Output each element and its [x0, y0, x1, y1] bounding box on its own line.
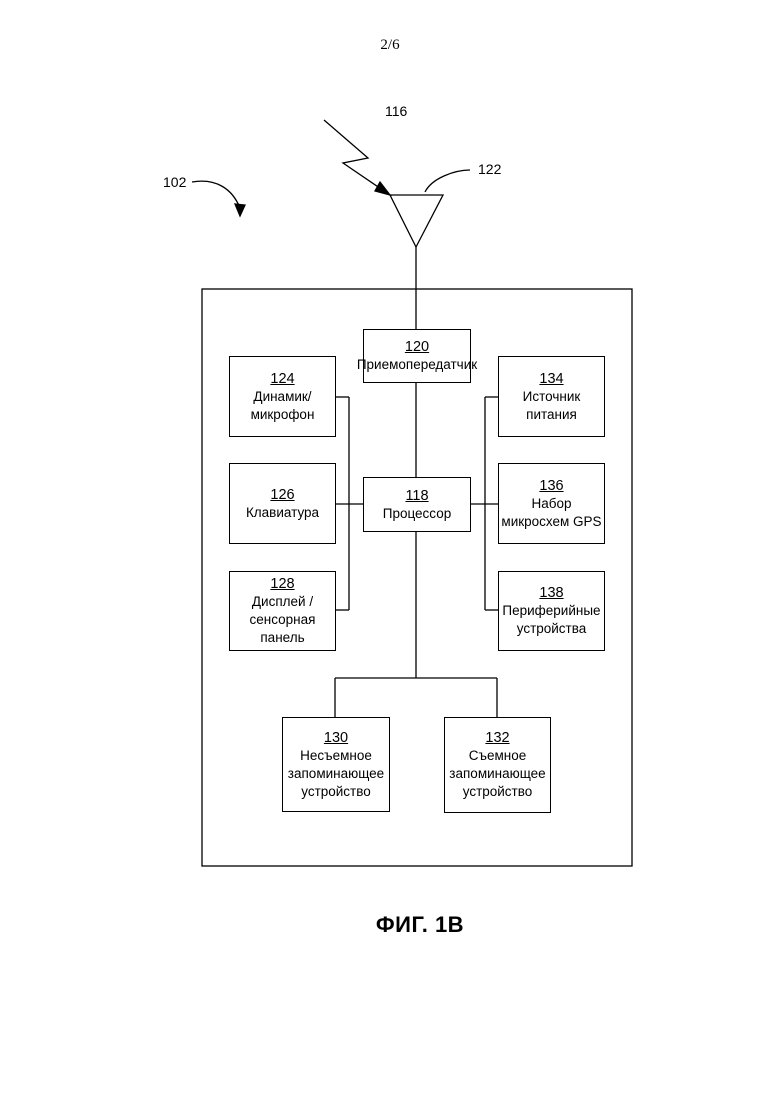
- speaker-microphone-block: 124 Динамик/ микрофон: [229, 356, 336, 437]
- label-122-leader: [425, 170, 470, 192]
- removable-label-line2: запоминающее: [449, 765, 545, 783]
- processor-block: 118 Процессор: [363, 477, 471, 532]
- power-number: 134: [539, 370, 563, 388]
- processor-number: 118: [405, 487, 428, 505]
- nonremovable-label-line3: устройство: [301, 783, 371, 801]
- speaker-number: 124: [270, 370, 294, 388]
- removable-label-line1: Съемное: [469, 747, 526, 765]
- peripherals-label-line1: Периферийные: [502, 602, 600, 620]
- gps-chipset-block: 136 Набор микросхем GPS: [498, 463, 605, 544]
- speaker-label-line2: микрофон: [251, 406, 315, 424]
- transceiver-label: Приемопередатчик: [357, 356, 477, 374]
- keypad-label: Клавиатура: [246, 504, 319, 522]
- display-label-line1: Дисплей /: [252, 593, 313, 611]
- nonremovable-memory-block: 130 Несъемное запоминающее устройство: [282, 717, 390, 812]
- peripherals-block: 138 Периферийные устройства: [498, 571, 605, 651]
- keypad-block: 126 Клавиатура: [229, 463, 336, 544]
- gps-number: 136: [539, 477, 563, 495]
- power-source-block: 134 Источник питания: [498, 356, 605, 437]
- label-102: 102: [163, 174, 186, 190]
- removable-memory-block: 132 Съемное запоминающее устройство: [444, 717, 551, 813]
- peripherals-number: 138: [539, 584, 563, 602]
- speaker-label-line1: Динамик/: [253, 388, 311, 406]
- display-number: 128: [270, 575, 294, 593]
- gps-label-line1: Набор: [531, 495, 571, 513]
- peripherals-label-line2: устройства: [517, 620, 587, 638]
- nonremovable-label-line1: Несъемное: [300, 747, 372, 765]
- power-label-line2: питания: [526, 406, 577, 424]
- transceiver-number: 120: [405, 338, 429, 356]
- processor-label: Процессор: [383, 505, 451, 523]
- figure-caption: ФИГ. 1В: [0, 912, 780, 938]
- transceiver-block: 120 Приемопередатчик: [363, 329, 471, 383]
- removable-number: 132: [485, 729, 509, 747]
- antenna-symbol: [390, 195, 443, 247]
- label-102-arrow: [192, 181, 240, 208]
- gps-label-line2: микросхем GPS: [501, 513, 601, 531]
- display-touchpad-block: 128 Дисплей / сенсорная панель: [229, 571, 336, 651]
- power-label-line1: Источник: [523, 388, 581, 406]
- display-label-line2: сенсорная панель: [230, 611, 335, 647]
- nonremovable-number: 130: [324, 729, 348, 747]
- label-122: 122: [478, 161, 501, 177]
- label-116: 116: [385, 103, 407, 119]
- nonremovable-label-line2: запоминающее: [288, 765, 384, 783]
- keypad-number: 126: [270, 486, 294, 504]
- removable-label-line3: устройство: [463, 783, 533, 801]
